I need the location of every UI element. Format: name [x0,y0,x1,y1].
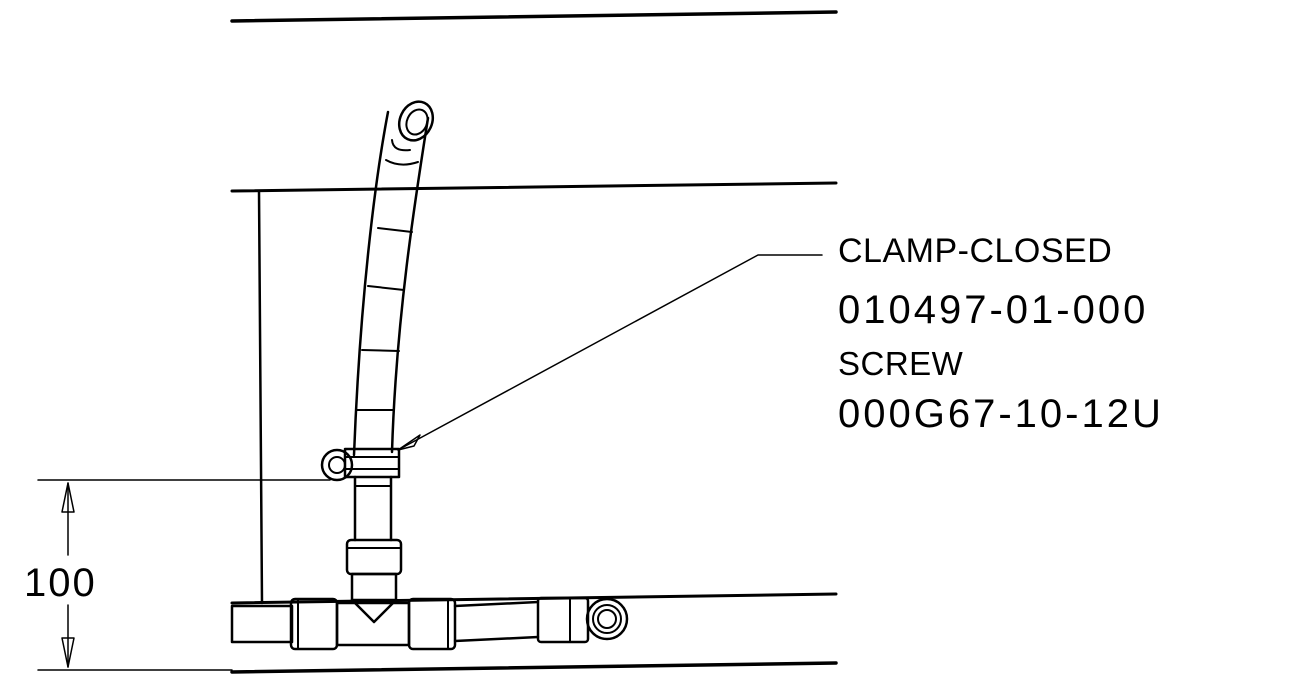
bottom-edge-line [230,661,838,674]
tee-body [335,601,411,647]
hose-right-wall [390,116,430,454]
callout-screw-number: 000G67-10-12U [838,392,1164,436]
panel-left-edge [257,189,264,605]
vertical-pipe [345,475,403,624]
screw-head-outer [320,448,354,482]
pipe-end-outer [585,597,629,641]
upper-fitting [345,538,403,576]
right-coupling [407,597,457,651]
callout-leader [397,254,823,451]
top-edge-line [230,10,838,23]
upper-panel-line [230,181,838,193]
elbow-fitting [536,596,590,644]
lower-panel-line [230,592,838,605]
screw-head-inner [328,456,346,474]
callout-part-name: CLAMP-CLOSED [838,232,1113,270]
leader-arrowhead [397,434,421,451]
tee-cone [350,598,398,624]
dimension-100 [37,479,331,671]
arrow-up [61,482,75,513]
pipe-end-mid [592,604,622,634]
arrow-down [61,637,75,668]
hose-left-wall [352,110,390,457]
panel-outline [230,10,838,674]
callout-part-number: 010497-01-000 [838,288,1149,332]
hose-end-outer [397,100,435,142]
callout-screw-name: SCREW [838,345,964,382]
hose-end-inner [405,108,429,136]
dimension-value: 100 [24,561,97,605]
horizontal-pipe [230,596,629,651]
hose [352,100,435,457]
pipe-end-inner [597,609,617,629]
clamp [320,447,401,482]
